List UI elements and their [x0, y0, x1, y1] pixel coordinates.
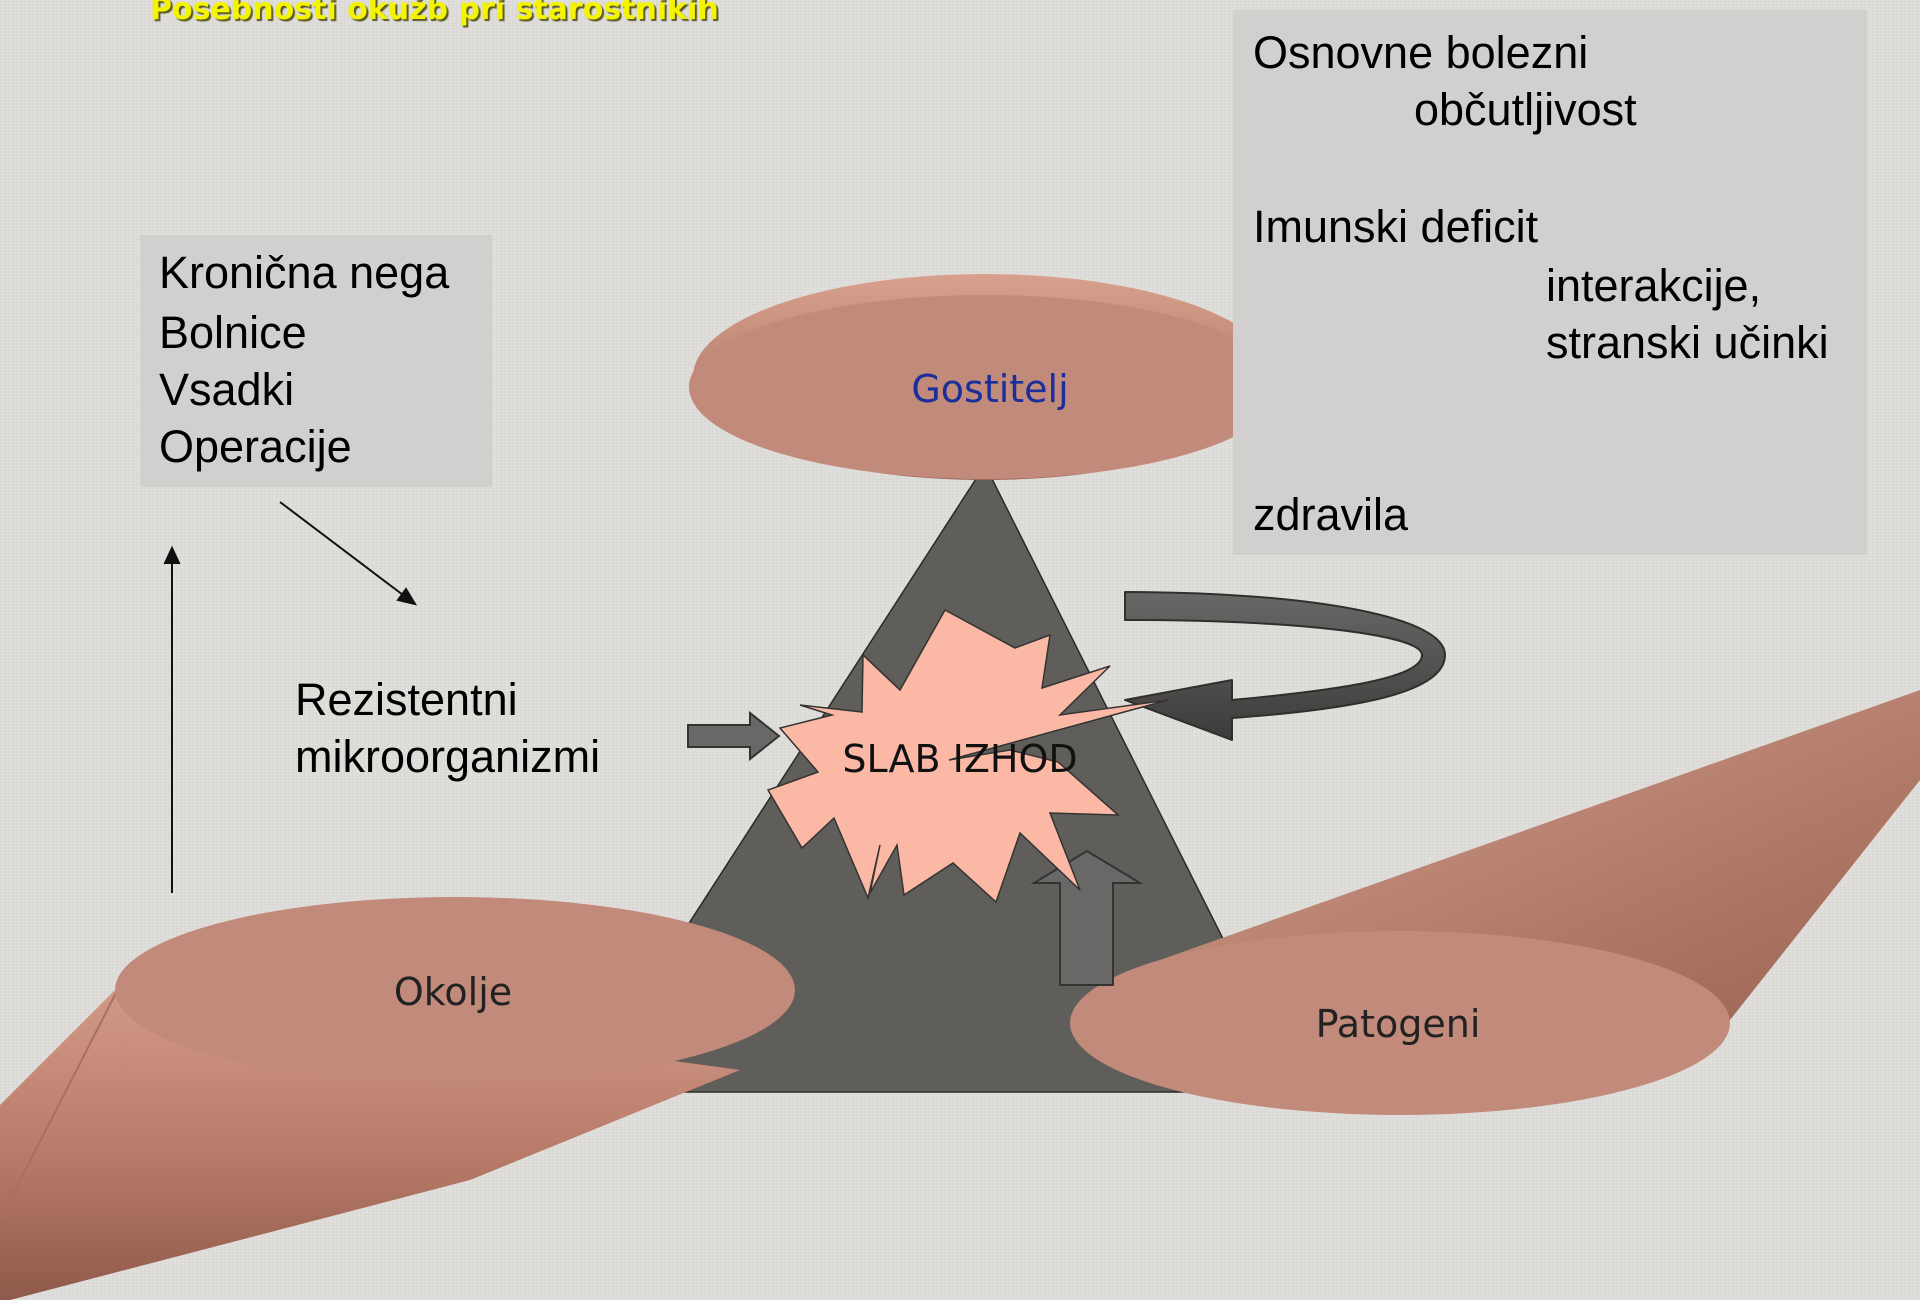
patogeni-label: Patogeni: [1316, 1005, 1481, 1043]
left-box-line-4: Operacije: [159, 424, 352, 469]
interakcije-label-2: stranski učinki: [1546, 320, 1829, 365]
osnovne-bolezni-label: Osnovne bolezni: [1253, 30, 1588, 75]
resistant-line-1: Rezistentni: [295, 677, 518, 722]
arrow-resistant-to-center: [688, 713, 779, 759]
gostitelj-label: Gostitelj: [911, 370, 1068, 408]
center-label: SLAB IZHOD: [842, 740, 1077, 778]
okolje-label: Okolje: [394, 973, 512, 1011]
zdravila-label: zdravila: [1253, 492, 1408, 537]
slide-title: Posebnosti okužb pri starostnikih: [150, 0, 719, 27]
interakcije-label-1: interakcije,: [1546, 263, 1761, 308]
left-box-line-3: Vsadki: [159, 367, 294, 412]
imunski-deficit-label: Imunski deficit: [1253, 204, 1538, 249]
curved-arrow: [1125, 592, 1445, 740]
left-box-line-1: Kronična nega: [159, 250, 449, 295]
resistant-line-2: mikroorganizmi: [295, 734, 600, 779]
left-box-line-2: Bolnice: [159, 310, 307, 355]
arrow-box-to-resistant: [280, 502, 407, 598]
obcutljivost-label: občutljivost: [1414, 87, 1637, 132]
